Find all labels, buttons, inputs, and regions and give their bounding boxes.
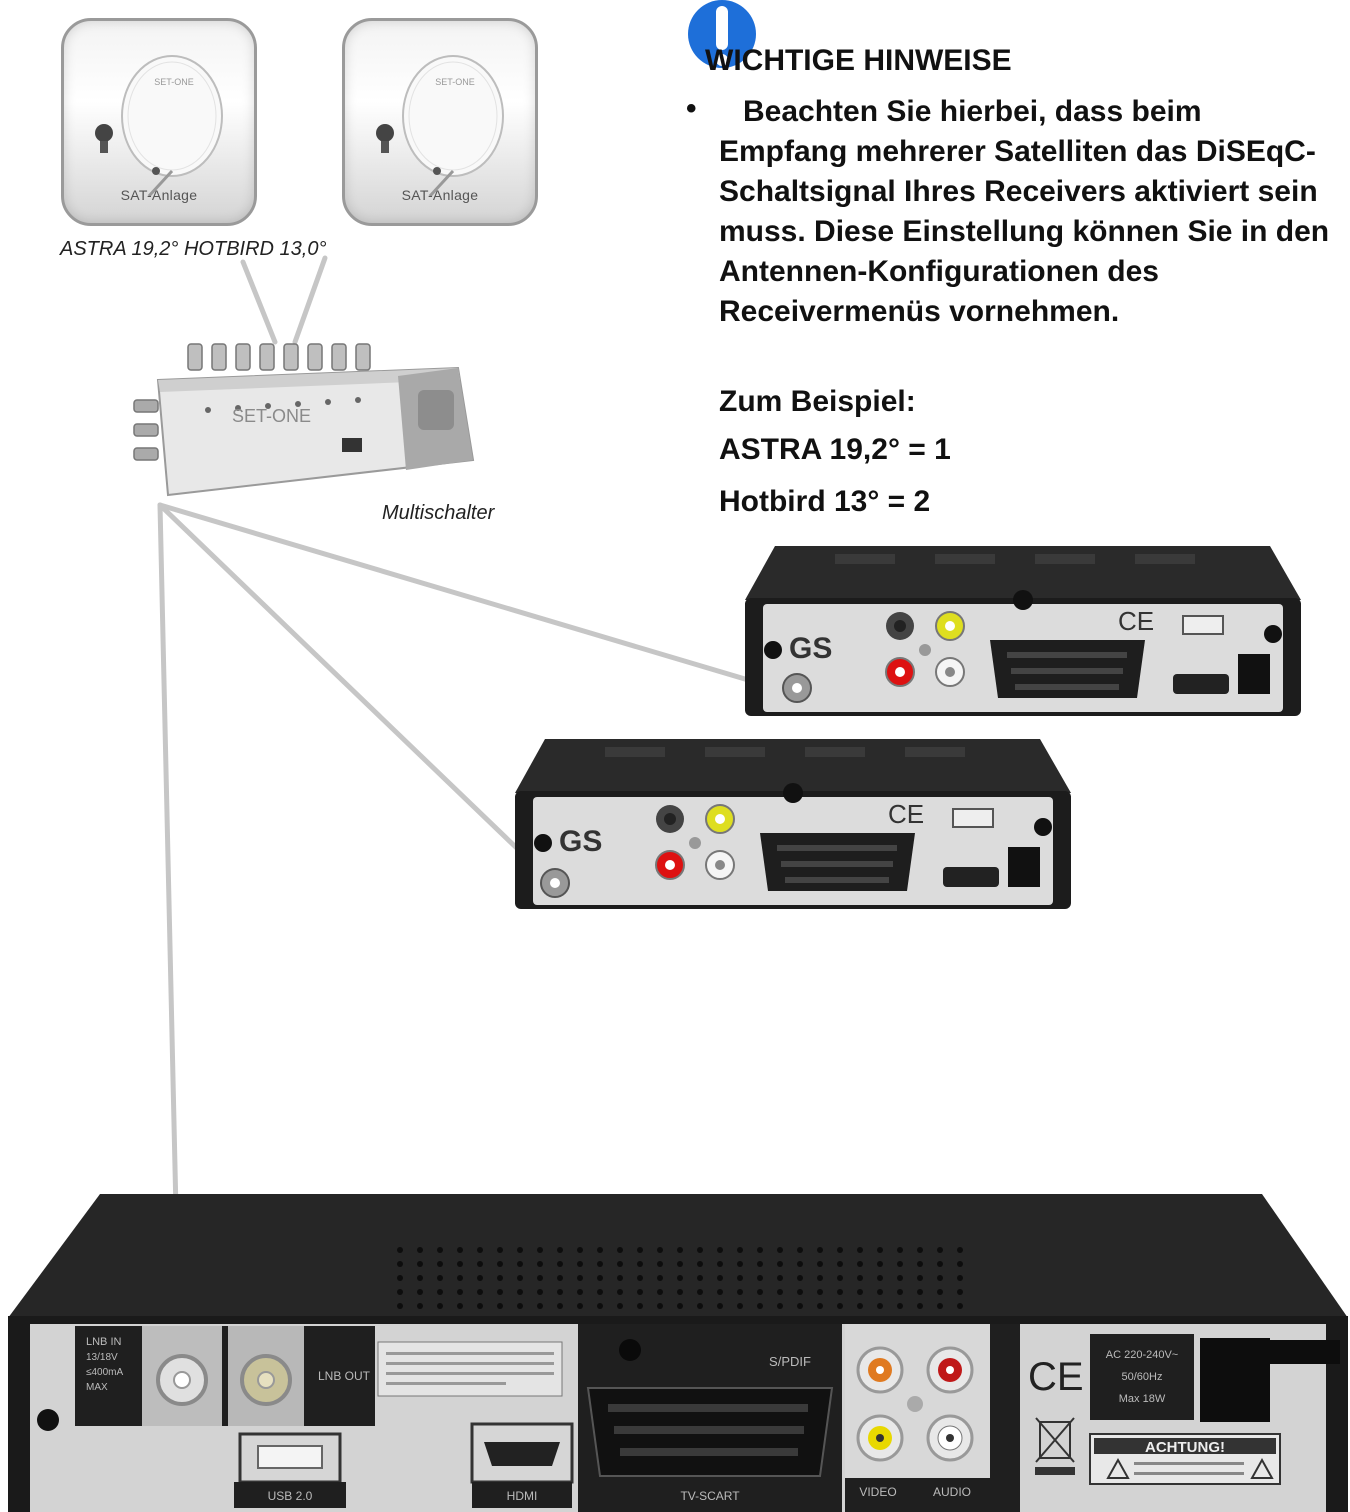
lnb-out-label: LNB OUT [318,1369,371,1383]
main-receiver: LNB IN 13/18V ≤400mA MAX LNB OUT USB 2.0… [8,1194,1348,1512]
satellite-names: ASTRA 19,2° HOTBIRD 13,0° [60,238,327,260]
multiswitch: SET-ONE [133,343,475,497]
notes-body: Beachten Sie hierbei, dass beim Empfang … [719,92,1334,332]
dish-icon [376,55,504,198]
tv-scart-label: TV-SCART [680,1489,740,1503]
lnb-in-ma: ≤400mA [86,1367,124,1378]
cable-to-receiver-2 [157,502,555,885]
dish-tile-astra: SET-ONE SAT-Anlage [61,18,257,226]
video-port-label: VIDEO [859,1485,896,1499]
example-hotbird: Hotbird 13° = 2 [719,485,931,518]
receiver-ce-mark: CE [1118,606,1154,636]
notes-bullet: • [686,92,697,125]
audio-port-label: AUDIO [933,1485,971,1499]
dish-label: SAT-Anlage [120,187,198,203]
receiver-2: GS CE [515,739,1071,909]
spdif-label: S/PDIF [769,1354,811,1369]
notes-body-text: Beachten Sie hierbei, dass beim Empfang … [719,95,1330,328]
ce-mark: CE [1028,1355,1084,1399]
cable-astra [240,259,278,345]
multiswitch-brand: SET-ONE [232,406,311,426]
power-spec-1: AC 220-240V~ [1106,1349,1178,1361]
weee-bin-icon [1035,1417,1075,1475]
multiswitch-caption: Multischalter [382,502,495,524]
example-astra: ASTRA 19,2° = 1 [719,433,951,466]
example-heading: Zum Beispiel: [719,385,916,418]
info-exclamation-icon [688,0,756,68]
warning-label: ACHTUNG! [1145,1439,1225,1456]
power-spec-3: Max 18W [1119,1393,1166,1405]
cable-hotbird [292,255,328,345]
notes-title: WICHTIGE HINWEISE [705,44,1012,77]
power-spec-2: 50/60Hz [1122,1371,1163,1383]
hdmi-port-label: HDMI [507,1489,538,1503]
dish-label: SAT-Anlage [401,187,479,203]
lnb-in-spec: 13/18V [86,1352,118,1363]
receiver-brand: GS [789,632,832,665]
receiver-1: GS CE [745,546,1301,716]
dish-tile-hotbird: SET-ONE SAT-Anlage [342,18,538,226]
dish-icon [95,55,223,198]
receiver-ce-mark: CE [888,799,924,829]
dish-brand-text: SET-ONE [154,77,194,87]
lnb-in-max: MAX [86,1382,108,1393]
receiver-brand: GS [559,825,602,858]
usb-port-label: USB 2.0 [268,1489,313,1503]
cable-to-receiver-1 [157,502,795,696]
main-receiver-vent [397,1247,963,1309]
multiswitch-top-connectors [187,343,371,371]
dish-brand-text: SET-ONE [435,77,475,87]
warning-triangle-icon [1106,1457,1274,1479]
lnb-in-label: LNB IN [86,1336,122,1348]
